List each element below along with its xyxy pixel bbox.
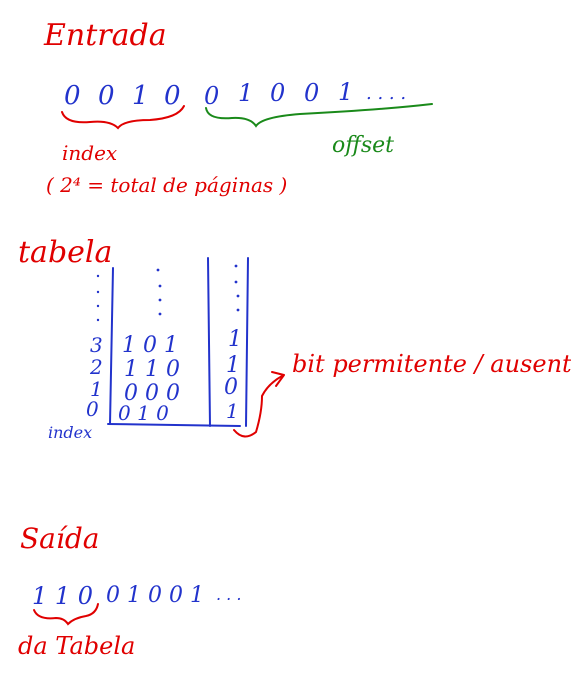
saida-section: Saída 1 1 0 0 1 0 0 1 . . . da Tabela [18,522,241,660]
index-bit: 0 [64,81,81,111]
table-right-border [245,257,249,427]
flag-bracket [233,375,283,438]
offset-label: offset [332,133,394,158]
saida-heading: Saída [20,522,99,555]
row-flag: 1 [226,399,239,423]
tabela-section: tabela 3 1 0 1 1 2 1 1 0 1 [18,235,571,442]
table-index-label: index [48,423,92,442]
index-bit: 1 [132,81,149,111]
table-continuation-dots [96,264,240,322]
entrada-index-bits: 0 0 1 0 [64,81,181,111]
offset-bit: 0 [270,79,285,107]
bit-label: bit permitente / ausente [292,350,571,378]
saida-ellipsis: . . . [216,585,241,604]
saida-brace [33,603,99,626]
row-frame: 1 1 0 [124,357,180,382]
offset-bit: 0 [304,79,319,107]
entrada-offset-bits: 0 1 0 0 1 . . . . [204,78,406,110]
index-note: ( 2⁴ = total de páginas ) [46,173,287,197]
row-index: 1 [90,377,103,401]
entrada-section: Entrada 0 0 1 0 0 1 0 0 1 . . . . index … [43,18,433,197]
table-row: 1 0 0 0 0 [90,375,238,406]
index-bit: 0 [98,81,115,111]
row-frame: 1 0 1 [122,333,178,358]
tabela-heading: tabela [18,235,112,270]
page-table [107,257,249,427]
index-bit: 0 [164,81,181,111]
row-frame: 0 1 0 [118,401,169,425]
saida-offset-bits: 0 1 0 0 1 [106,583,204,608]
table-row: 0 0 1 0 1 [86,397,239,425]
index-brace [61,105,185,130]
flag-arrow-head [271,371,285,387]
table-bottom-border [107,423,241,427]
row-index: 0 [86,397,99,421]
table-row: 2 1 1 0 1 [89,353,240,382]
table-column-divider [207,257,211,427]
table-rows: 3 1 0 1 1 2 1 1 0 1 1 0 0 0 0 0 0 1 0 1 [86,327,242,425]
offset-bit: 1 [338,78,353,106]
row-frame: 0 0 0 [124,381,180,406]
row-flag: 1 [228,327,242,352]
table-row: 3 1 0 1 1 [90,327,242,358]
row-index: 2 [89,355,103,379]
saida-frame-bits: 1 1 0 [32,582,93,610]
row-index: 3 [90,333,103,357]
index-label: index [62,141,117,165]
entrada-heading: Entrada [43,18,167,53]
row-flag: 1 [226,353,240,378]
offset-brace [205,103,433,128]
entrada-ellipsis: . . . . [366,83,406,104]
offset-bit: 0 [204,82,219,110]
row-flag: 0 [224,375,238,400]
table-left-border [109,267,114,425]
saida-source-label: da Tabela [18,632,135,660]
offset-bit: 1 [238,79,253,107]
